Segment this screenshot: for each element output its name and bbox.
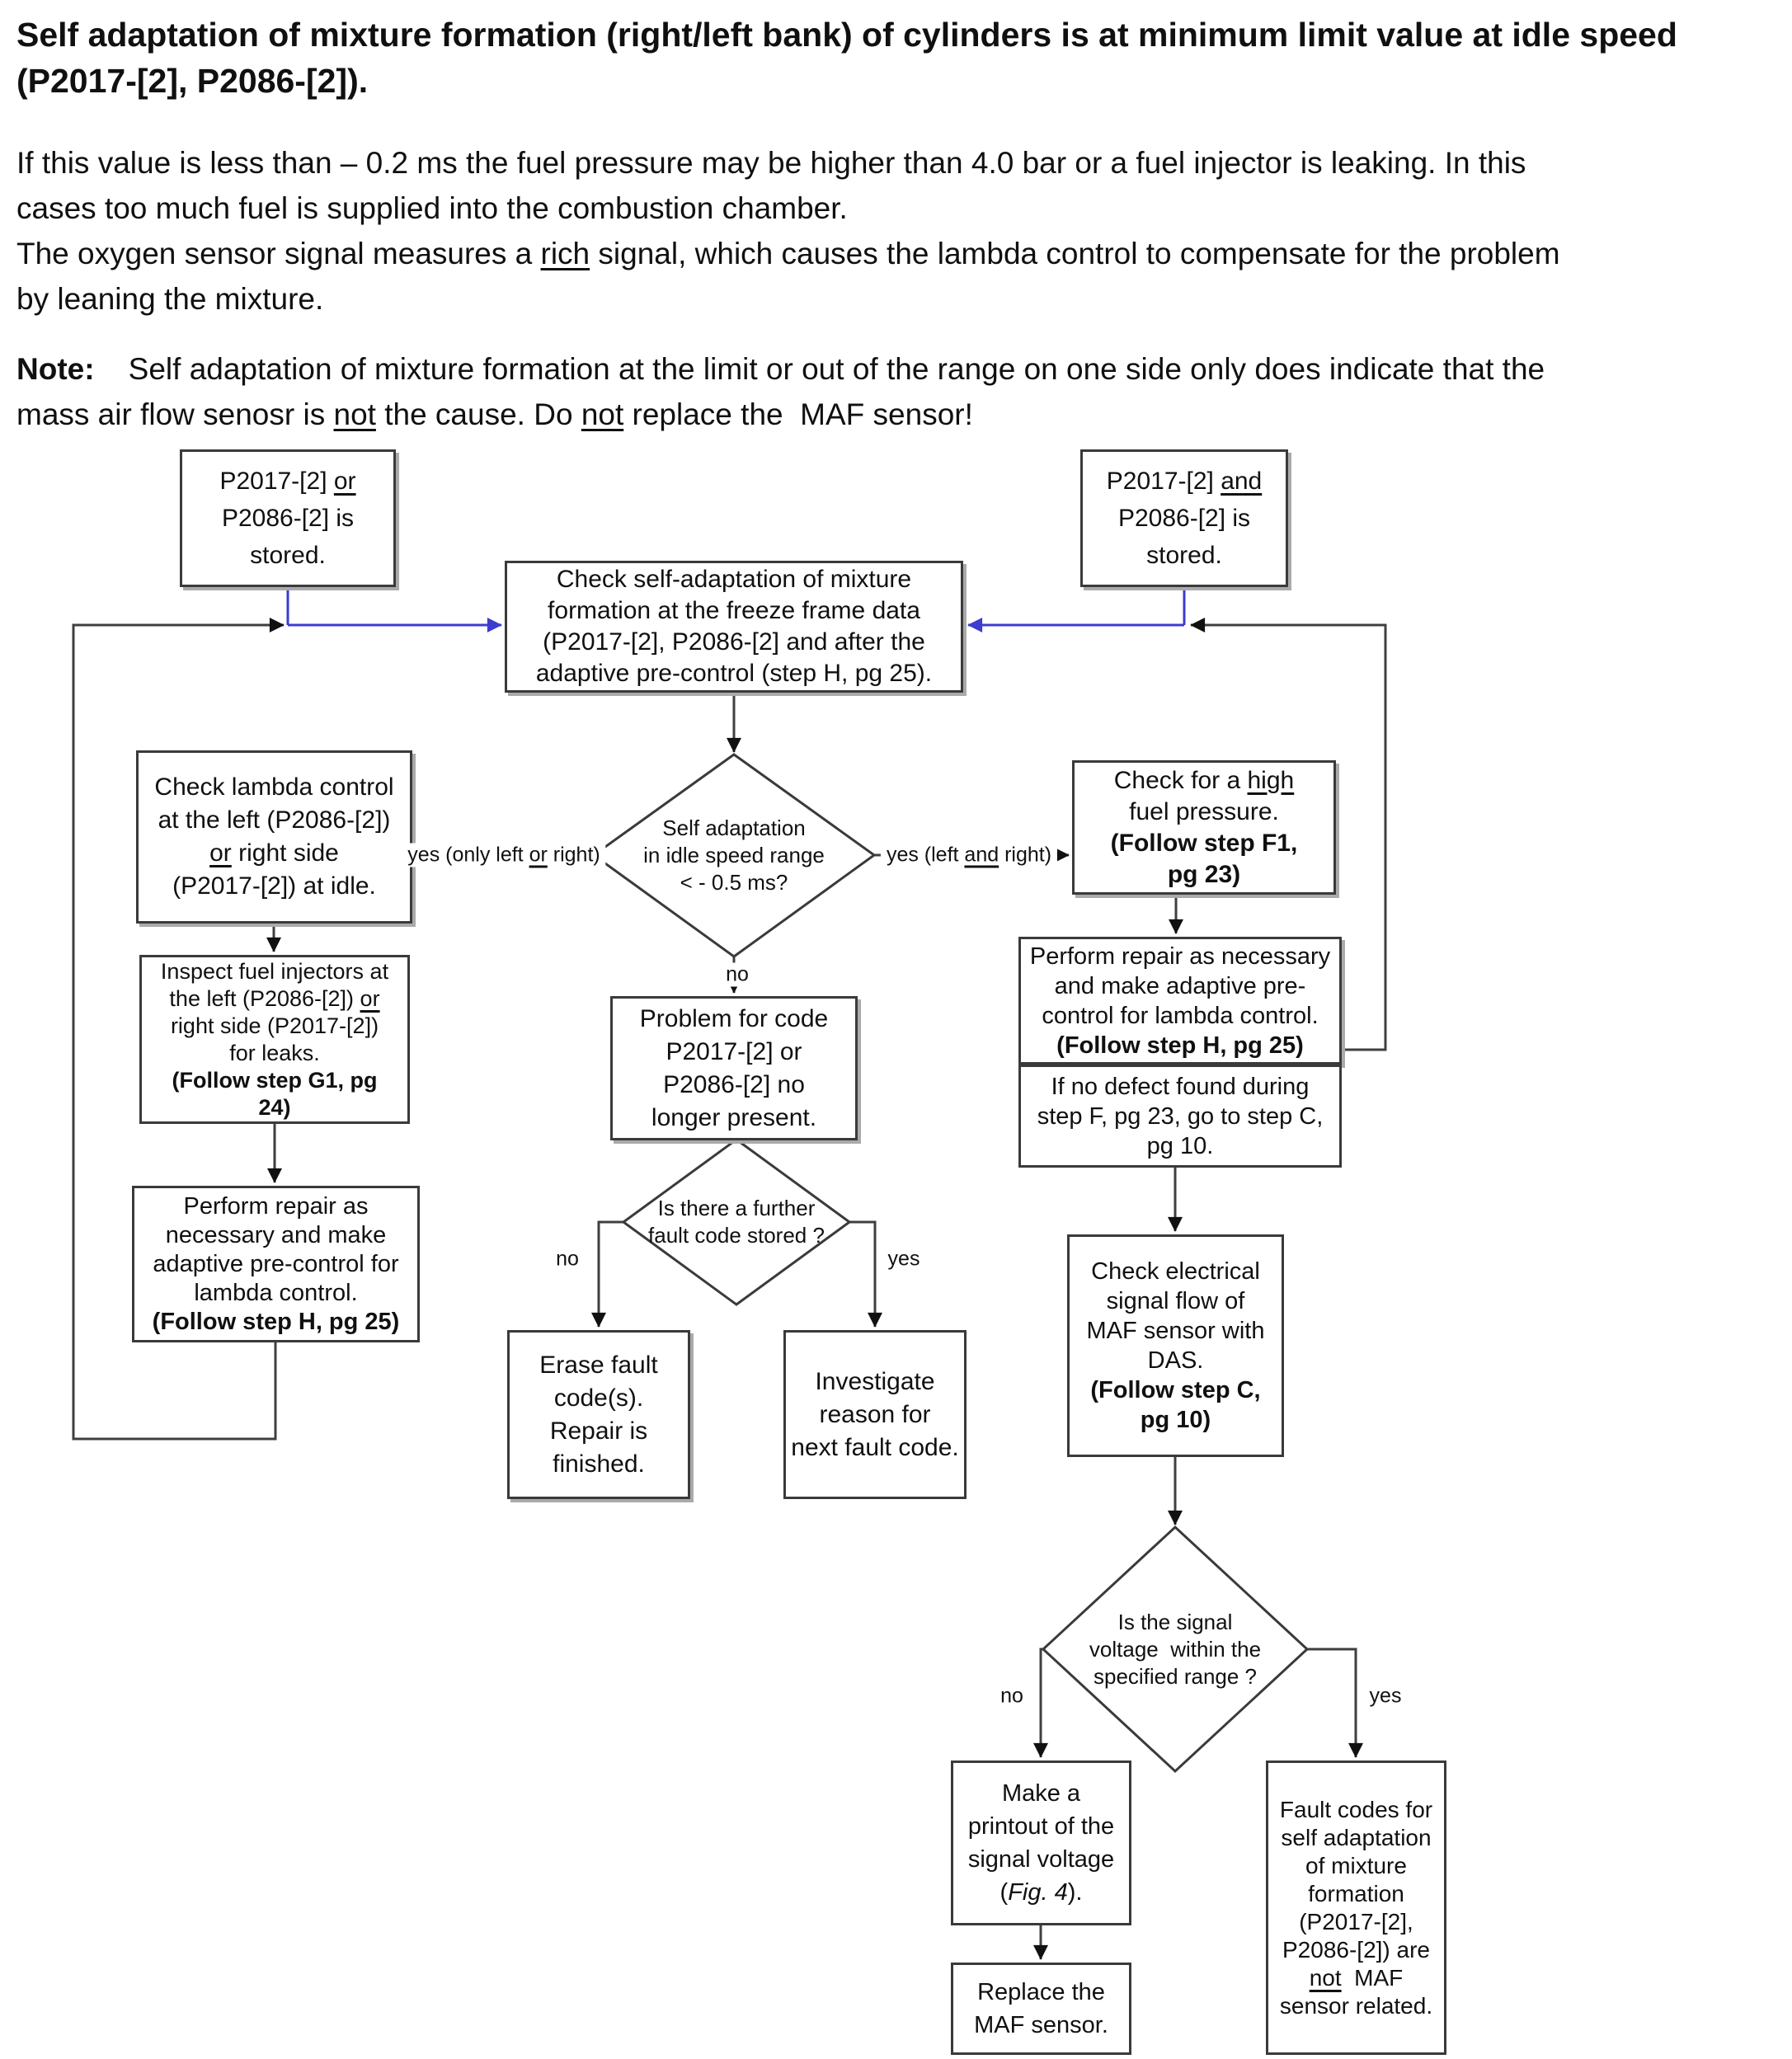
arrow-diamond3-to-printout <box>1033 1648 1048 1758</box>
page-title: Self adaptation of mixture formation (ri… <box>16 16 1677 100</box>
label-yes-left-and-right: yes (left and right) <box>880 843 1058 867</box>
arrow-diamond3-to-faultcodes <box>1307 1648 1363 1758</box>
label-yes-diamond2: yes <box>882 1247 926 1272</box>
arrow-diamond2-to-investigate <box>849 1220 882 1328</box>
diamond-further-fault-shape <box>621 1138 852 1306</box>
arrow-diamond2-to-erase <box>591 1220 623 1328</box>
blue-connector-lines <box>286 587 1186 632</box>
note-paragraph: Note: Self adaptation of mixture formati… <box>16 352 1545 431</box>
label-yes-diamond3: yes <box>1363 1684 1408 1709</box>
label-no-diamond3: no <box>995 1684 1029 1709</box>
body-paragraph: If this value is less than – 0.2 ms the … <box>16 146 1560 316</box>
loop-right-feedback-line <box>1190 618 1387 1051</box>
decision-diamonds <box>591 753 1310 1774</box>
label-no-diamond1: no <box>720 962 755 987</box>
diamond-idle-range-shape <box>591 753 877 958</box>
label-yes-only-left-or-right: yes (only left or right) <box>402 843 606 867</box>
loop-left-feedback-line <box>72 618 285 1441</box>
label-no-diamond2: no <box>550 1247 585 1272</box>
diamond-signal-voltage-shape <box>1041 1525 1310 1774</box>
